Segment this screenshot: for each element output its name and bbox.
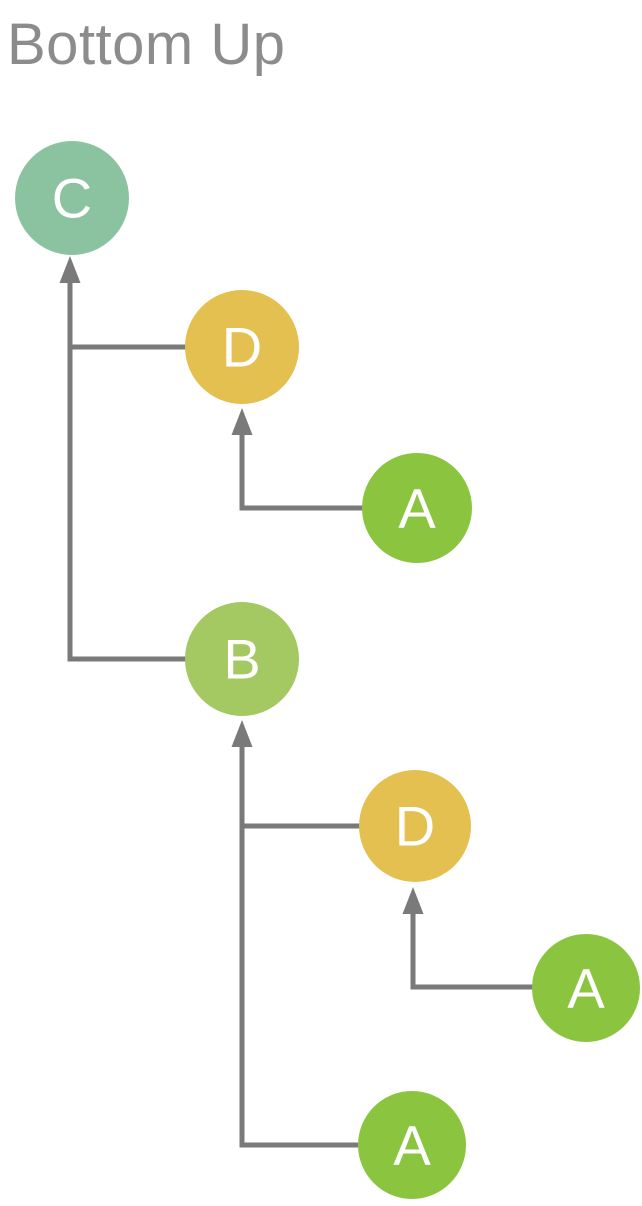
arrowhead-up-icon	[231, 720, 253, 747]
edge-a2-to-d2	[410, 914, 534, 990]
node-label-c: C	[52, 167, 92, 230]
node-d2: D	[359, 770, 471, 882]
node-b: B	[185, 602, 299, 716]
node-label-b: B	[223, 628, 260, 691]
node-a1: A	[362, 453, 472, 563]
node-label-d2: D	[395, 795, 435, 858]
edge-a1-to-d1	[239, 435, 364, 511]
node-circle-a2	[532, 934, 640, 1042]
arrowhead-up-icon	[231, 408, 253, 435]
node-label-a2: A	[567, 957, 605, 1020]
edge-a3-to-b	[239, 747, 360, 1148]
node-circle-c	[15, 141, 129, 255]
node-c: C	[15, 141, 129, 255]
node-label-a3: A	[393, 1114, 431, 1177]
edge-b-to-c	[67, 283, 188, 662]
node-circle-b	[185, 602, 299, 716]
arrowhead-up-icon	[59, 256, 81, 283]
node-circle-d2	[359, 770, 471, 882]
node-a3: A	[358, 1091, 466, 1199]
node-circle-d1	[185, 290, 299, 404]
arrowhead-up-icon	[402, 887, 424, 914]
page-title: Bottom Up	[7, 12, 286, 77]
node-label-d1: D	[222, 316, 262, 379]
node-circle-a3	[358, 1091, 466, 1199]
node-a2: A	[532, 934, 640, 1042]
node-d1: D	[185, 290, 299, 404]
node-circle-a1	[362, 453, 472, 563]
node-label-a1: A	[398, 477, 436, 540]
